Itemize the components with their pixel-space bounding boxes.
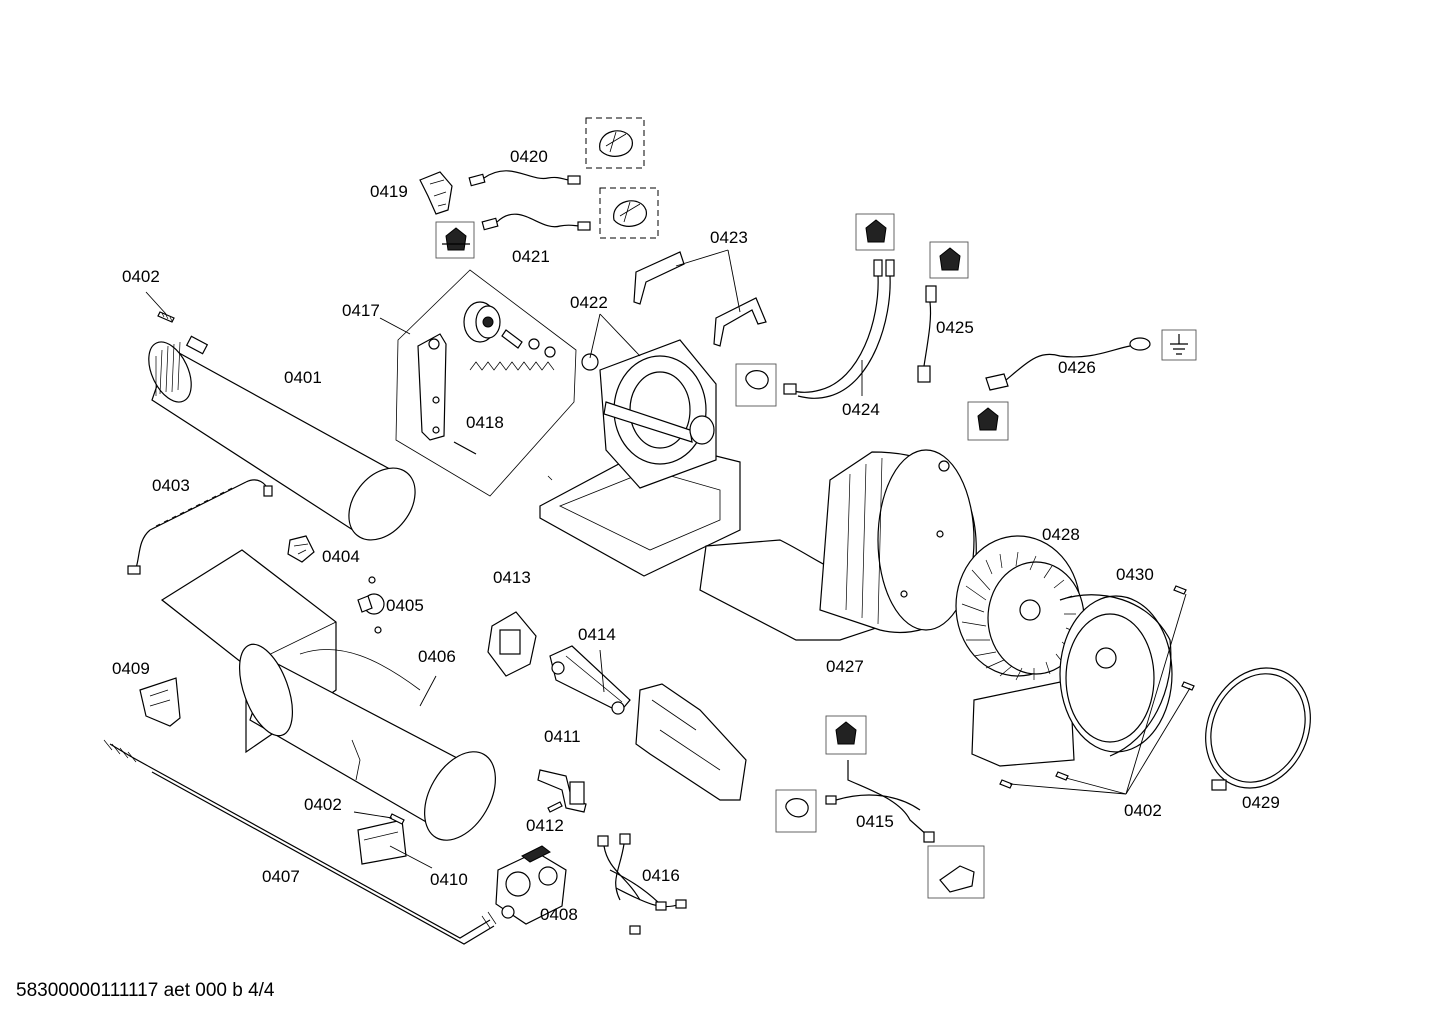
label-0405: 0405 bbox=[386, 596, 424, 615]
part-0418-spring bbox=[453, 361, 555, 455]
label-0412: 0412 bbox=[526, 816, 564, 835]
label-0407: 0407 bbox=[262, 867, 300, 886]
label-0424: 0424 bbox=[842, 400, 880, 419]
part-0407-gas-tube bbox=[103, 739, 497, 945]
part-0425-wire bbox=[917, 241, 969, 383]
part-0402-screws-c bbox=[999, 585, 1195, 789]
part-0406-burner-housing bbox=[160, 549, 496, 841]
part-0428-fan-wheel bbox=[955, 535, 1085, 681]
part-0403-sensor bbox=[127, 479, 273, 575]
label-0422: 0422 bbox=[570, 293, 608, 312]
part-0422-motor-frame bbox=[539, 339, 741, 577]
part-0415-wire bbox=[775, 715, 985, 899]
label-0401: 0401 bbox=[284, 368, 322, 387]
part-0419-bracket bbox=[419, 171, 453, 215]
part-0416-harness bbox=[597, 833, 687, 935]
part-0420-wire bbox=[468, 170, 581, 187]
part-0423-clip-left bbox=[633, 251, 685, 305]
label-0425: 0425 bbox=[936, 318, 974, 337]
label-0419: 0419 bbox=[370, 182, 408, 201]
label-0418: 0418 bbox=[466, 413, 504, 432]
label-0416: 0416 bbox=[642, 866, 680, 885]
part-0402-screw-b bbox=[389, 813, 405, 825]
connector-icon-0421 bbox=[435, 221, 475, 259]
part-0417-arm bbox=[417, 333, 447, 441]
part-0426-ground-wire bbox=[967, 337, 1151, 441]
part-0411-igniter bbox=[537, 769, 587, 813]
part-0421-wire bbox=[481, 213, 591, 231]
part-0423-clip-right bbox=[713, 297, 767, 347]
part-0413-plate bbox=[487, 611, 537, 677]
label-0420: 0420 bbox=[510, 147, 548, 166]
label-0428: 0428 bbox=[1042, 525, 1080, 544]
part-0408-gas-valve bbox=[495, 845, 567, 925]
part-0417-roller bbox=[463, 301, 556, 358]
label-0409: 0409 bbox=[112, 659, 150, 678]
part-0402-screw-a bbox=[157, 311, 175, 323]
connector-box-top-2 bbox=[599, 187, 659, 239]
label-0402: 0402 bbox=[1124, 801, 1162, 820]
part-0404-bracket bbox=[287, 535, 315, 563]
connector-box-top-1 bbox=[585, 117, 645, 169]
label-0429: 0429 bbox=[1242, 793, 1280, 812]
label-0423: 0423 bbox=[710, 228, 748, 247]
part-bracket-center bbox=[635, 683, 747, 801]
label-0402: 0402 bbox=[304, 795, 342, 814]
part-0401-duct bbox=[148, 335, 416, 541]
label-0410: 0410 bbox=[430, 870, 468, 889]
part-0427-blower-duct bbox=[699, 449, 977, 641]
document-id: 58300000111117 aet 000 b 4/4 bbox=[16, 980, 275, 1001]
part-labels: 0401 0402 0402 0402 0403 0404 0405 0406 … bbox=[112, 147, 1280, 924]
ground-symbol-icon bbox=[1161, 329, 1197, 361]
part-0409-bracket bbox=[139, 677, 181, 727]
part-0417-group-outline bbox=[395, 269, 577, 497]
label-0415: 0415 bbox=[856, 812, 894, 831]
label-0404: 0404 bbox=[322, 547, 360, 566]
label-0403: 0403 bbox=[152, 476, 190, 495]
label-0426: 0426 bbox=[1058, 358, 1096, 377]
part-0410-box bbox=[357, 819, 407, 865]
label-0408: 0408 bbox=[540, 905, 578, 924]
leader-lines bbox=[145, 249, 1191, 869]
label-0427: 0427 bbox=[826, 657, 864, 676]
part-0405-sensor bbox=[357, 576, 385, 634]
label-0414: 0414 bbox=[578, 625, 616, 644]
label-0430: 0430 bbox=[1116, 565, 1154, 584]
part-0424-wire bbox=[735, 213, 895, 407]
label-0417: 0417 bbox=[342, 301, 380, 320]
label-0421: 0421 bbox=[512, 247, 550, 266]
label-0413: 0413 bbox=[493, 568, 531, 587]
part-0414-bracket bbox=[549, 645, 631, 715]
label-0406: 0406 bbox=[418, 647, 456, 666]
label-0411: 0411 bbox=[544, 727, 581, 746]
part-0429-seal-ring bbox=[1205, 667, 1311, 791]
part-0412-screw bbox=[547, 801, 563, 813]
part-0430-fan-housing bbox=[971, 594, 1173, 767]
label-0402: 0402 bbox=[122, 267, 160, 286]
